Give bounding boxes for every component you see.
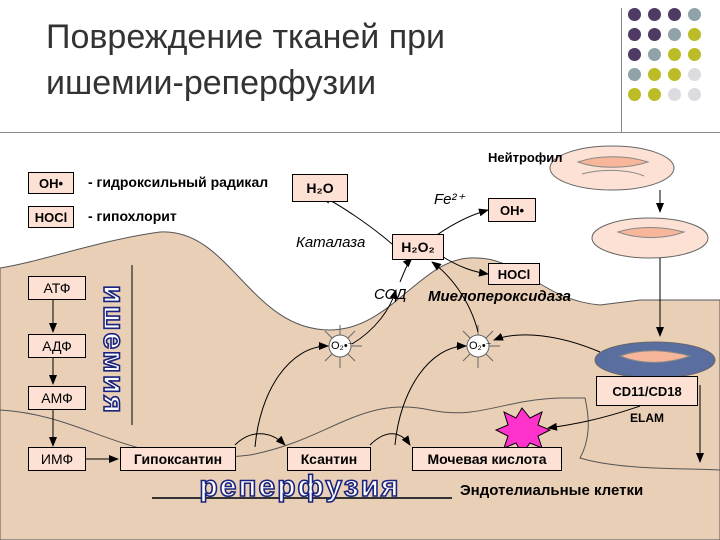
- xanthine-superoxide-curve: [394, 342, 467, 446]
- superoxide-label-2: O₂•⁻: [469, 340, 492, 352]
- uric-acid-box: Мочевая кислота: [412, 447, 562, 471]
- reperfusion-label: реперфузия: [199, 470, 400, 503]
- ischemia-label: ишемия: [97, 285, 130, 415]
- fe-label: Fe²⁺: [434, 191, 465, 208]
- dot: [668, 68, 681, 81]
- hypox-superoxide-curve: [254, 342, 329, 448]
- horizontal-divider: [0, 132, 720, 133]
- dot: [648, 88, 661, 101]
- vertical-divider: [621, 8, 622, 133]
- dot: [688, 88, 701, 101]
- h2o-box: H₂O: [292, 174, 348, 202]
- dot: [628, 48, 641, 61]
- title-line-1: Повреждение тканей при: [46, 18, 446, 56]
- dot: [628, 28, 641, 41]
- neutrophil-label: Нейтрофил: [488, 150, 563, 165]
- page-title: Повреждение тканей при ишемии-реперфузии: [46, 14, 606, 106]
- dot: [628, 68, 641, 81]
- hypoxanthine-box: Гипоксантин: [120, 447, 236, 471]
- dot: [668, 8, 681, 21]
- oh-right-box: OH•: [488, 198, 536, 222]
- sod-h2o2-curve: [399, 257, 413, 283]
- dot: [688, 48, 701, 61]
- xanthine-box: Ксантин: [287, 447, 371, 471]
- dot: [648, 8, 661, 21]
- superoxide-sod-curve: [351, 289, 398, 345]
- dot: [648, 48, 661, 61]
- catalase-label: Каталаза: [296, 234, 366, 251]
- imf-box: ИМФ: [28, 447, 86, 471]
- dot: [648, 68, 661, 81]
- cd-burst-arrow: [547, 405, 641, 431]
- title-line-2: ишемии-реперфузии: [46, 64, 377, 102]
- dot: [668, 88, 681, 101]
- adf-box: АДФ: [28, 334, 86, 358]
- superoxide-star-1: [318, 325, 362, 368]
- dot: [688, 8, 701, 21]
- elam-label: ELAM: [630, 411, 664, 425]
- xanthine-uric-curve: [369, 433, 411, 446]
- legend-hocl-text: - гипохлорит: [88, 208, 177, 224]
- superoxide2-h2o2-curve: [431, 261, 479, 333]
- legend-hocl-symbol: HOCl: [28, 206, 74, 228]
- h2o2-hocl-curve: [439, 254, 489, 277]
- neutrophil-superoxide-curve: [493, 333, 601, 353]
- neutrophil-cell-2: [591, 217, 709, 259]
- legend-oh-symbol: OH•: [28, 172, 74, 194]
- dot: [648, 28, 661, 41]
- hypoxanthine-xanthine-curve: [234, 433, 286, 446]
- dot: [628, 88, 641, 101]
- endothelial-cells-label: Эндотелиальные клетки: [460, 482, 644, 499]
- myeloperoxidase-label: Миелопероксидаза: [428, 288, 572, 305]
- dot: [628, 8, 641, 21]
- dot: [668, 28, 681, 41]
- legend-oh-text: - гидроксильный радикал: [88, 174, 269, 190]
- hocl-right-box: HOCl: [488, 263, 540, 285]
- h2o2-box: H₂O₂: [392, 234, 444, 260]
- neutrophil-cell-3: [594, 341, 716, 379]
- amf-box: АМФ: [28, 386, 86, 410]
- cd11-cd18-box: CD11/CD18: [596, 376, 698, 406]
- superoxide-label-1: O₂•⁻: [331, 340, 354, 352]
- dot: [688, 28, 701, 41]
- sod-label: СОД: [374, 286, 407, 303]
- dot: [668, 48, 681, 61]
- dot: [688, 68, 701, 81]
- atf-box: АТФ: [28, 276, 86, 300]
- neutrophil-cell-1: [549, 145, 675, 191]
